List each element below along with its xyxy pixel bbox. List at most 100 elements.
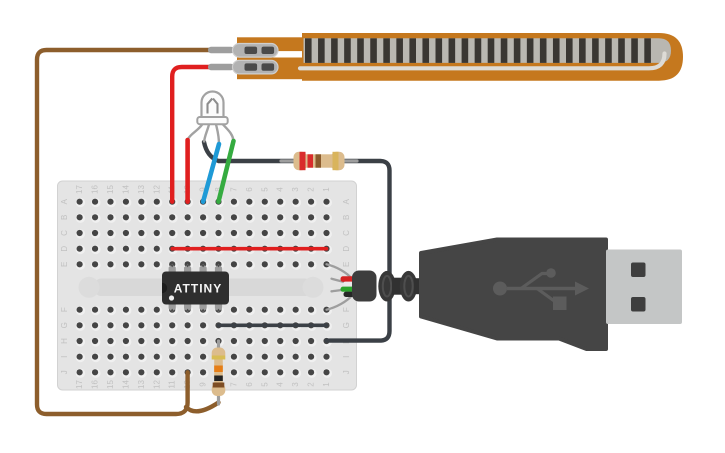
breadboard-hole[interactable] <box>323 198 330 205</box>
breadboard-hole[interactable] <box>199 337 207 345</box>
breadboard-hole[interactable] <box>76 337 83 345</box>
breadboard-hole[interactable] <box>91 198 99 205</box>
breadboard-hole[interactable] <box>91 245 99 252</box>
breadboard-hole[interactable] <box>138 198 145 205</box>
flex-sensor[interactable] <box>208 33 683 81</box>
breadboard-hole[interactable] <box>169 322 176 329</box>
breadboard-hole[interactable] <box>323 214 330 221</box>
wire-green-led[interactable] <box>216 138 236 204</box>
wire-red-flex-sensor[interactable] <box>170 64 212 204</box>
breadboard-hole[interactable] <box>184 214 191 221</box>
breadboard-hole[interactable] <box>246 353 253 360</box>
breadboard-hole[interactable] <box>277 337 284 345</box>
breadboard-hole[interactable] <box>107 322 114 329</box>
breadboard-hole[interactable] <box>76 261 83 268</box>
breadboard-hole[interactable] <box>230 214 238 221</box>
breadboard-hole[interactable] <box>323 353 330 360</box>
breadboard-hole[interactable] <box>277 306 284 313</box>
breadboard-hole[interactable] <box>246 229 253 237</box>
breadboard-hole[interactable] <box>199 353 207 360</box>
breadboard-hole[interactable] <box>261 369 268 376</box>
breadboard-hole[interactable] <box>122 337 130 345</box>
breadboard-hole[interactable] <box>138 353 145 360</box>
breadboard-hole[interactable] <box>91 369 99 376</box>
breadboard-hole[interactable] <box>323 369 330 376</box>
breadboard-hole[interactable] <box>91 337 99 345</box>
breadboard-hole[interactable] <box>107 353 114 360</box>
breadboard-hole[interactable] <box>307 198 315 205</box>
breadboard-hole[interactable] <box>277 353 284 360</box>
attiny-body[interactable] <box>162 271 229 305</box>
breadboard-hole[interactable] <box>277 261 284 268</box>
breadboard-hole[interactable] <box>169 229 176 237</box>
breadboard-hole[interactable] <box>153 306 160 313</box>
breadboard-hole[interactable] <box>323 229 330 237</box>
breadboard-hole[interactable] <box>307 229 315 237</box>
breadboard-hole[interactable] <box>91 214 99 221</box>
breadboard-hole[interactable] <box>91 322 99 329</box>
breadboard-hole[interactable] <box>261 229 268 237</box>
breadboard-hole[interactable] <box>169 214 176 221</box>
breadboard-hole[interactable] <box>230 261 238 268</box>
breadboard-hole[interactable] <box>138 322 145 329</box>
breadboard-hole[interactable] <box>76 229 83 237</box>
breadboard-hole[interactable] <box>122 198 130 205</box>
breadboard-hole[interactable] <box>277 214 284 221</box>
breadboard-hole[interactable] <box>307 306 315 313</box>
breadboard-hole[interactable] <box>199 214 207 221</box>
breadboard-hole[interactable] <box>261 337 268 345</box>
wire-blue-led[interactable] <box>200 141 222 204</box>
breadboard-hole[interactable] <box>246 369 253 376</box>
breadboard-hole[interactable] <box>153 337 160 345</box>
breadboard-hole[interactable] <box>246 306 253 313</box>
breadboard-hole[interactable] <box>230 369 238 376</box>
breadboard-hole[interactable] <box>307 261 315 268</box>
breadboard-hole[interactable] <box>107 261 114 268</box>
breadboard-hole[interactable] <box>230 306 238 313</box>
breadboard-hole[interactable] <box>107 214 114 221</box>
breadboard-hole[interactable] <box>138 261 145 268</box>
breadboard-hole[interactable] <box>153 353 160 360</box>
breadboard-hole[interactable] <box>153 229 160 237</box>
breadboard-hole[interactable] <box>138 369 145 376</box>
breadboard-hole[interactable] <box>107 245 114 252</box>
breadboard-hole[interactable] <box>169 369 176 376</box>
breadboard-hole[interactable] <box>107 229 114 237</box>
breadboard-hole[interactable] <box>184 337 191 345</box>
breadboard-hole[interactable] <box>153 369 160 376</box>
breadboard-hole[interactable] <box>292 369 299 376</box>
breadboard-hole[interactable] <box>169 353 176 360</box>
breadboard-hole[interactable] <box>292 198 299 205</box>
breadboard-hole[interactable] <box>76 353 83 360</box>
breadboard-hole[interactable] <box>122 369 130 376</box>
breadboard-hole[interactable] <box>76 214 83 221</box>
breadboard-hole[interactable] <box>153 214 160 221</box>
breadboard-hole[interactable] <box>261 306 268 313</box>
breadboard-hole[interactable] <box>76 369 83 376</box>
usb-cable[interactable] <box>325 237 683 351</box>
breadboard-hole[interactable] <box>169 337 176 345</box>
breadboard-hole[interactable] <box>138 229 145 237</box>
breadboard-hole[interactable] <box>199 229 207 237</box>
breadboard-hole[interactable] <box>91 261 99 268</box>
breadboard-hole[interactable] <box>246 261 253 268</box>
breadboard-hole[interactable] <box>91 229 99 237</box>
breadboard-hole[interactable] <box>230 229 238 237</box>
breadboard-hole[interactable] <box>277 198 284 205</box>
breadboard-hole[interactable] <box>91 306 99 313</box>
breadboard-hole[interactable] <box>184 353 191 360</box>
wire-brown-to-resistor[interactable] <box>183 400 221 414</box>
breadboard-hole[interactable] <box>277 369 284 376</box>
breadboard-hole[interactable] <box>230 337 238 345</box>
attiny-chip[interactable]: ATTINY <box>157 263 229 313</box>
resistor-220ohm[interactable] <box>279 151 359 171</box>
breadboard-hole[interactable] <box>184 229 191 237</box>
breadboard-hole[interactable] <box>76 245 83 252</box>
breadboard-hole[interactable] <box>246 198 253 205</box>
breadboard-hole[interactable] <box>292 261 299 268</box>
breadboard-hole[interactable] <box>122 322 130 329</box>
breadboard-hole[interactable] <box>261 353 268 360</box>
breadboard-hole[interactable] <box>76 322 83 329</box>
breadboard-hole[interactable] <box>91 353 99 360</box>
breadboard-hole[interactable] <box>292 214 299 221</box>
